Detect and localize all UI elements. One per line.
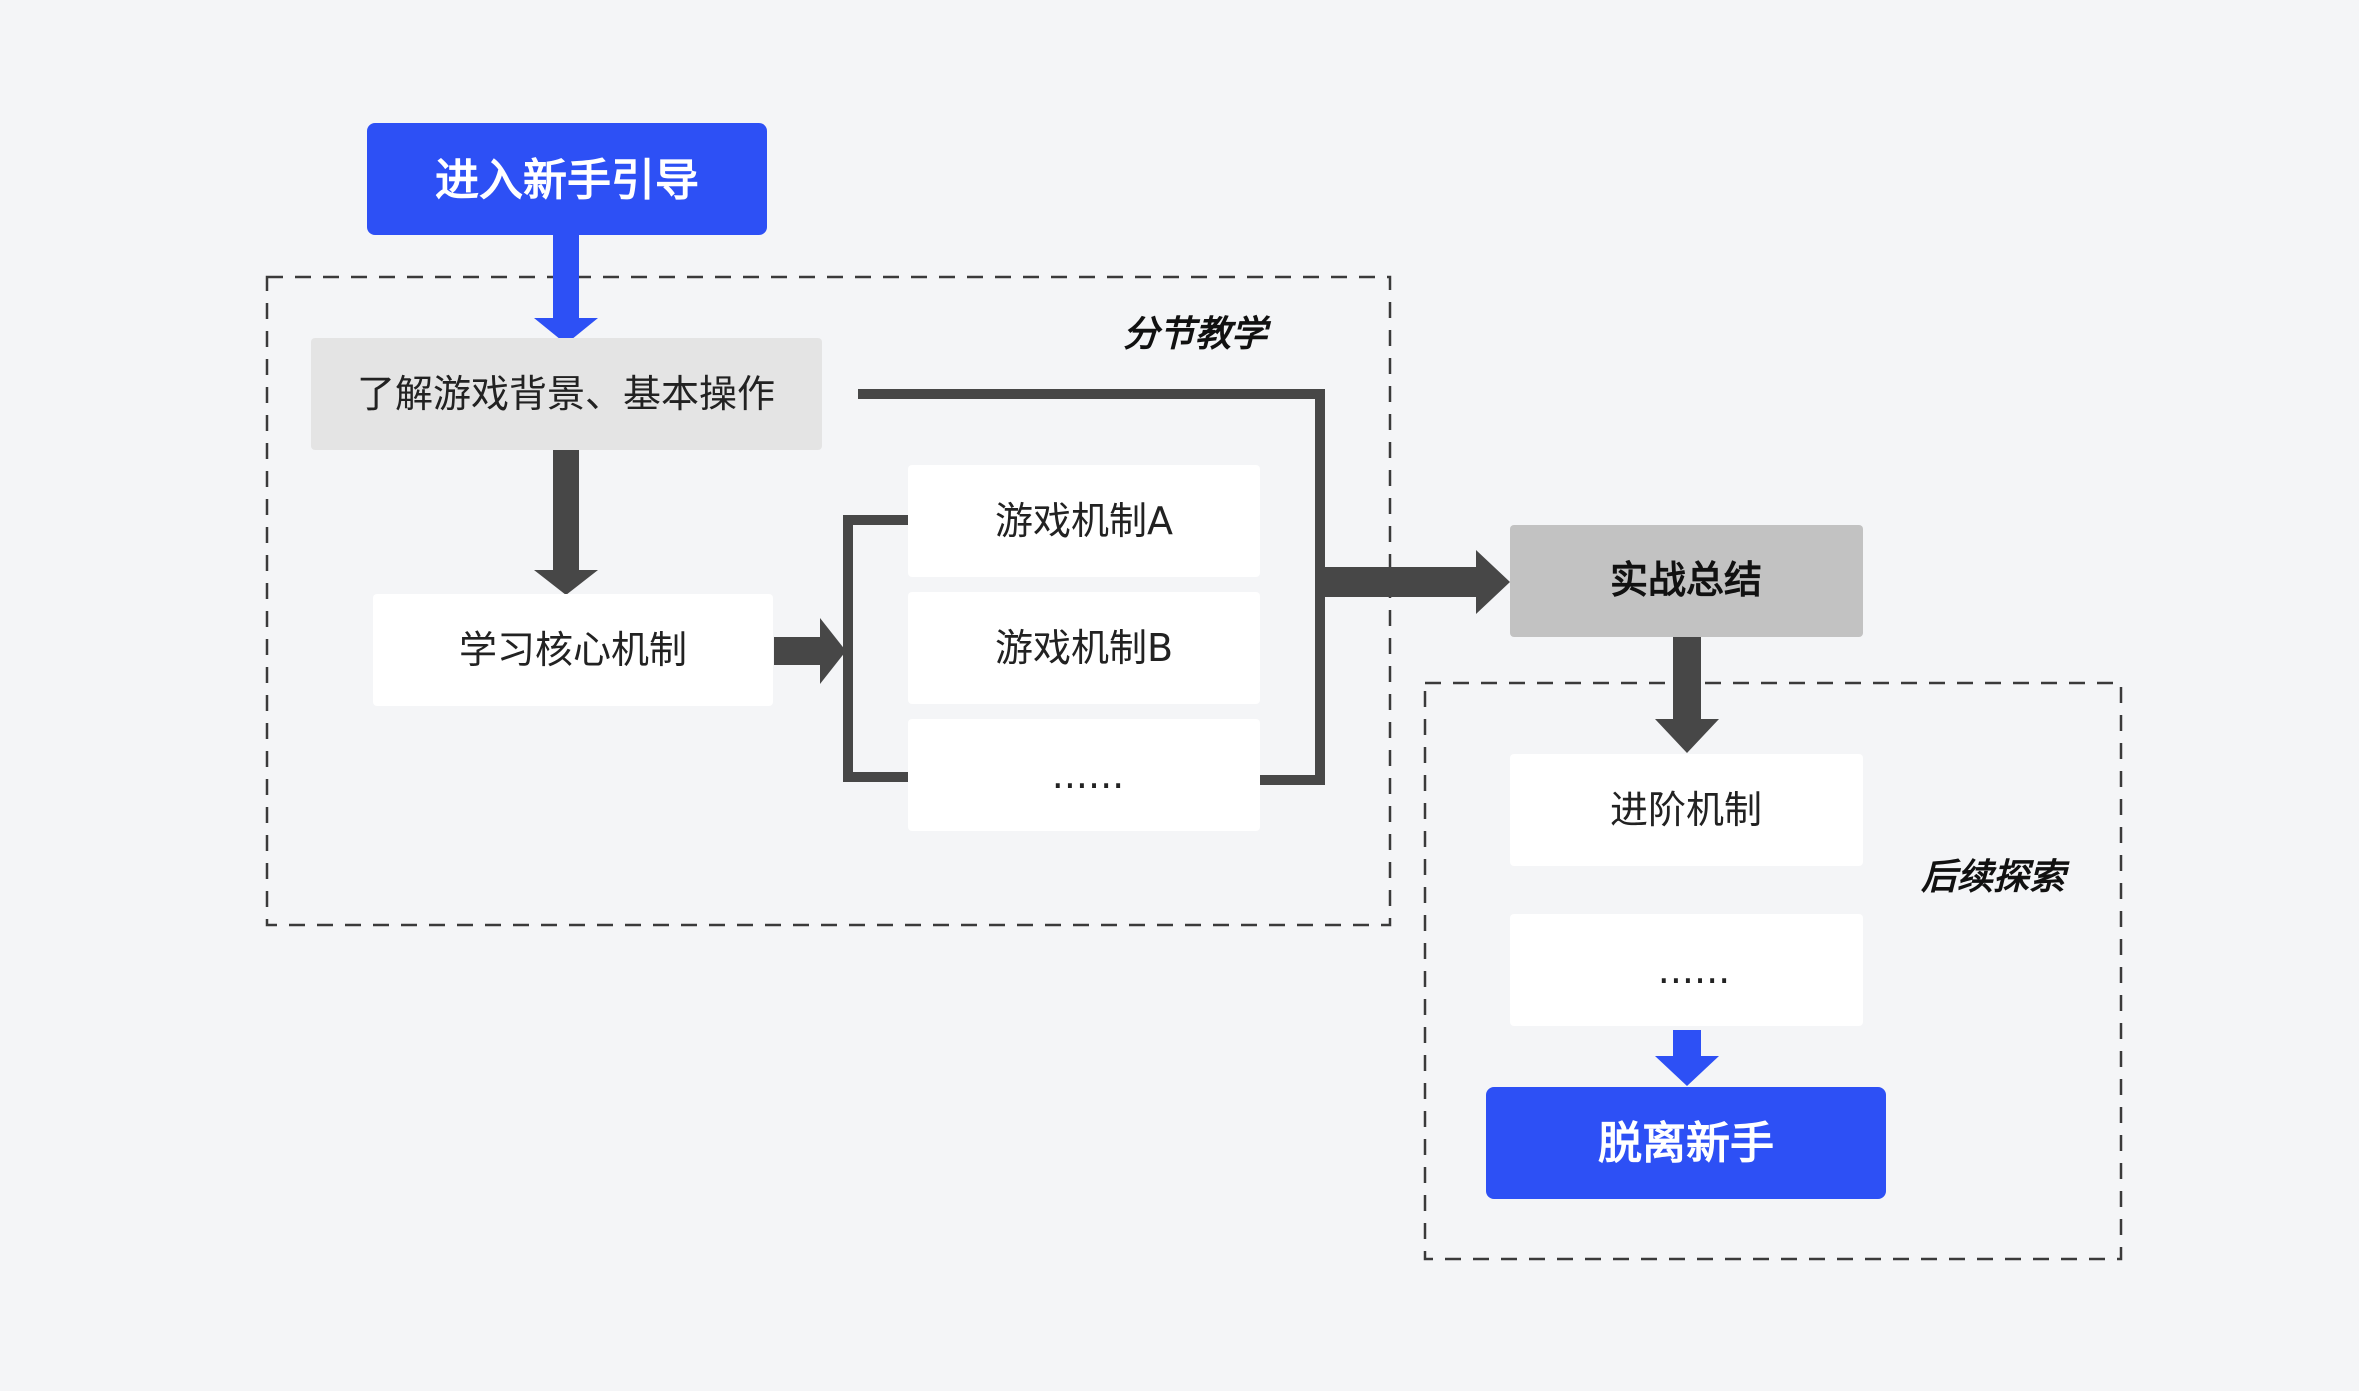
group-teaching-label: 分节教学 (1123, 314, 1272, 355)
node-background-label: 了解游戏背景、基本操作 (357, 372, 775, 416)
node-mechanism-b: 游戏机制B (908, 592, 1260, 704)
node-mechanism-a-label: 游戏机制A (995, 499, 1173, 543)
node-mechanism-more: ...... (908, 719, 1260, 831)
node-end: 脱离新手 (1486, 1087, 1886, 1199)
arrow-summary-to-advanced (1655, 637, 1719, 753)
bracket-left-connector (843, 515, 908, 782)
node-mechanism-more-label: ...... (1052, 753, 1124, 797)
arrow-start-to-background (534, 235, 598, 344)
node-summary: 实战总结 (1510, 525, 1863, 637)
node-background: 了解游戏背景、基本操作 (311, 338, 822, 450)
node-mechanism-b-label: 游戏机制B (995, 626, 1173, 670)
arrow-core-to-mechanisms (774, 618, 846, 684)
node-advanced-more-label: ...... (1658, 948, 1730, 992)
node-end-label: 脱离新手 (1598, 1118, 1774, 1169)
group-exploration-label: 后续探索 (1921, 857, 2070, 898)
node-core: 学习核心机制 (373, 594, 773, 706)
arrow-background-to-core (534, 450, 598, 595)
node-start-label: 进入新手引导 (435, 155, 699, 206)
node-mechanism-a: 游戏机制A (908, 465, 1260, 577)
node-core-label: 学习核心机制 (459, 628, 687, 672)
group-teaching-box (265, 275, 1392, 927)
node-advanced-more: ...... (1510, 914, 1863, 1026)
node-advanced: 进阶机制 (1510, 754, 1863, 866)
node-start: 进入新手引导 (367, 123, 767, 235)
node-summary-label: 实战总结 (1610, 558, 1762, 602)
node-advanced-label: 进阶机制 (1610, 788, 1762, 832)
arrow-to-summary (1320, 550, 1510, 614)
arrow-to-end (1655, 1030, 1719, 1086)
group-exploration-box (1423, 681, 2123, 1261)
